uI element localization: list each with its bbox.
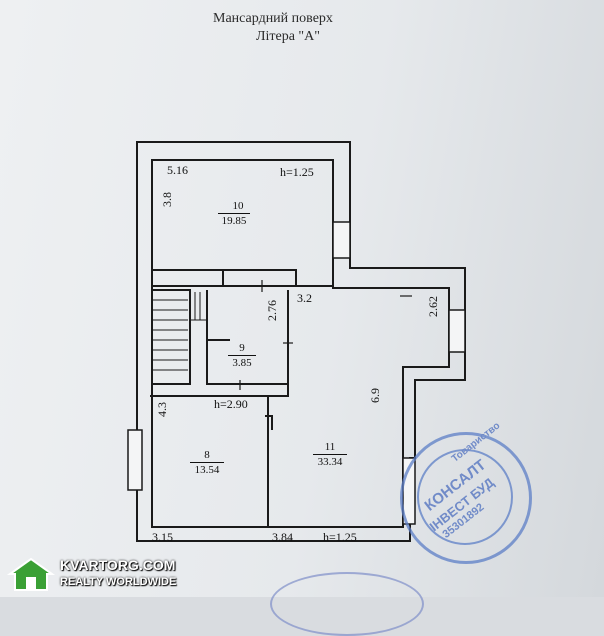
dim-room8-depth: 4.3	[155, 402, 169, 417]
floor-plan	[127, 141, 466, 542]
stair-outline	[152, 289, 191, 385]
room8-number: 8	[204, 449, 210, 461]
room11-area: 33.34	[313, 454, 347, 468]
dim-room8-height: h=2.90	[214, 397, 248, 411]
room10-area: 19.85	[218, 213, 250, 227]
dim-room11-depth: 6.9	[368, 388, 382, 403]
dim-room10-width: 5.16	[167, 163, 188, 177]
dim-room10-depth: 3.8	[160, 192, 174, 207]
room10-number: 10	[232, 200, 244, 212]
floor-title: Мансардний поверх	[213, 11, 333, 26]
window-room8	[127, 429, 143, 491]
watermark-tagline: REALTY WORLDWIDE	[60, 576, 177, 588]
dim-room11-top: 3.2	[297, 291, 312, 305]
dim-room11-right: 2.62	[426, 296, 440, 317]
secondary-stamp	[270, 572, 424, 636]
room8-area: 13.54	[190, 462, 224, 476]
wall-room10	[152, 269, 333, 287]
house-logo-icon	[6, 557, 56, 591]
window-room10	[332, 221, 351, 259]
dim-room10-height: h=1.25	[280, 165, 314, 179]
inner-wall-outline	[151, 159, 450, 528]
room9-number: 9	[239, 342, 245, 354]
stamp-inner-ring	[417, 449, 513, 545]
dim-room11-width: 3.84	[272, 530, 293, 544]
room11-number: 11	[324, 441, 336, 453]
window-room11	[448, 309, 466, 353]
room9-area: 3.85	[228, 355, 256, 369]
door-mark	[265, 415, 273, 430]
dim-room11-height: h=1.25	[323, 530, 357, 544]
dim-room8-width: 3.15	[152, 530, 173, 544]
litera-title: Літера "А"	[256, 29, 320, 44]
dim-room9-height: 2.76	[265, 300, 279, 321]
stair-steps	[152, 292, 207, 371]
watermark-brand: KVARTORG.COM	[60, 557, 176, 573]
wall-room8-link	[268, 384, 289, 397]
wall-room9	[206, 290, 289, 385]
company-stamp: Товариство КОНСАЛТ ІНВЕСТ БУД 35301892	[400, 420, 532, 564]
